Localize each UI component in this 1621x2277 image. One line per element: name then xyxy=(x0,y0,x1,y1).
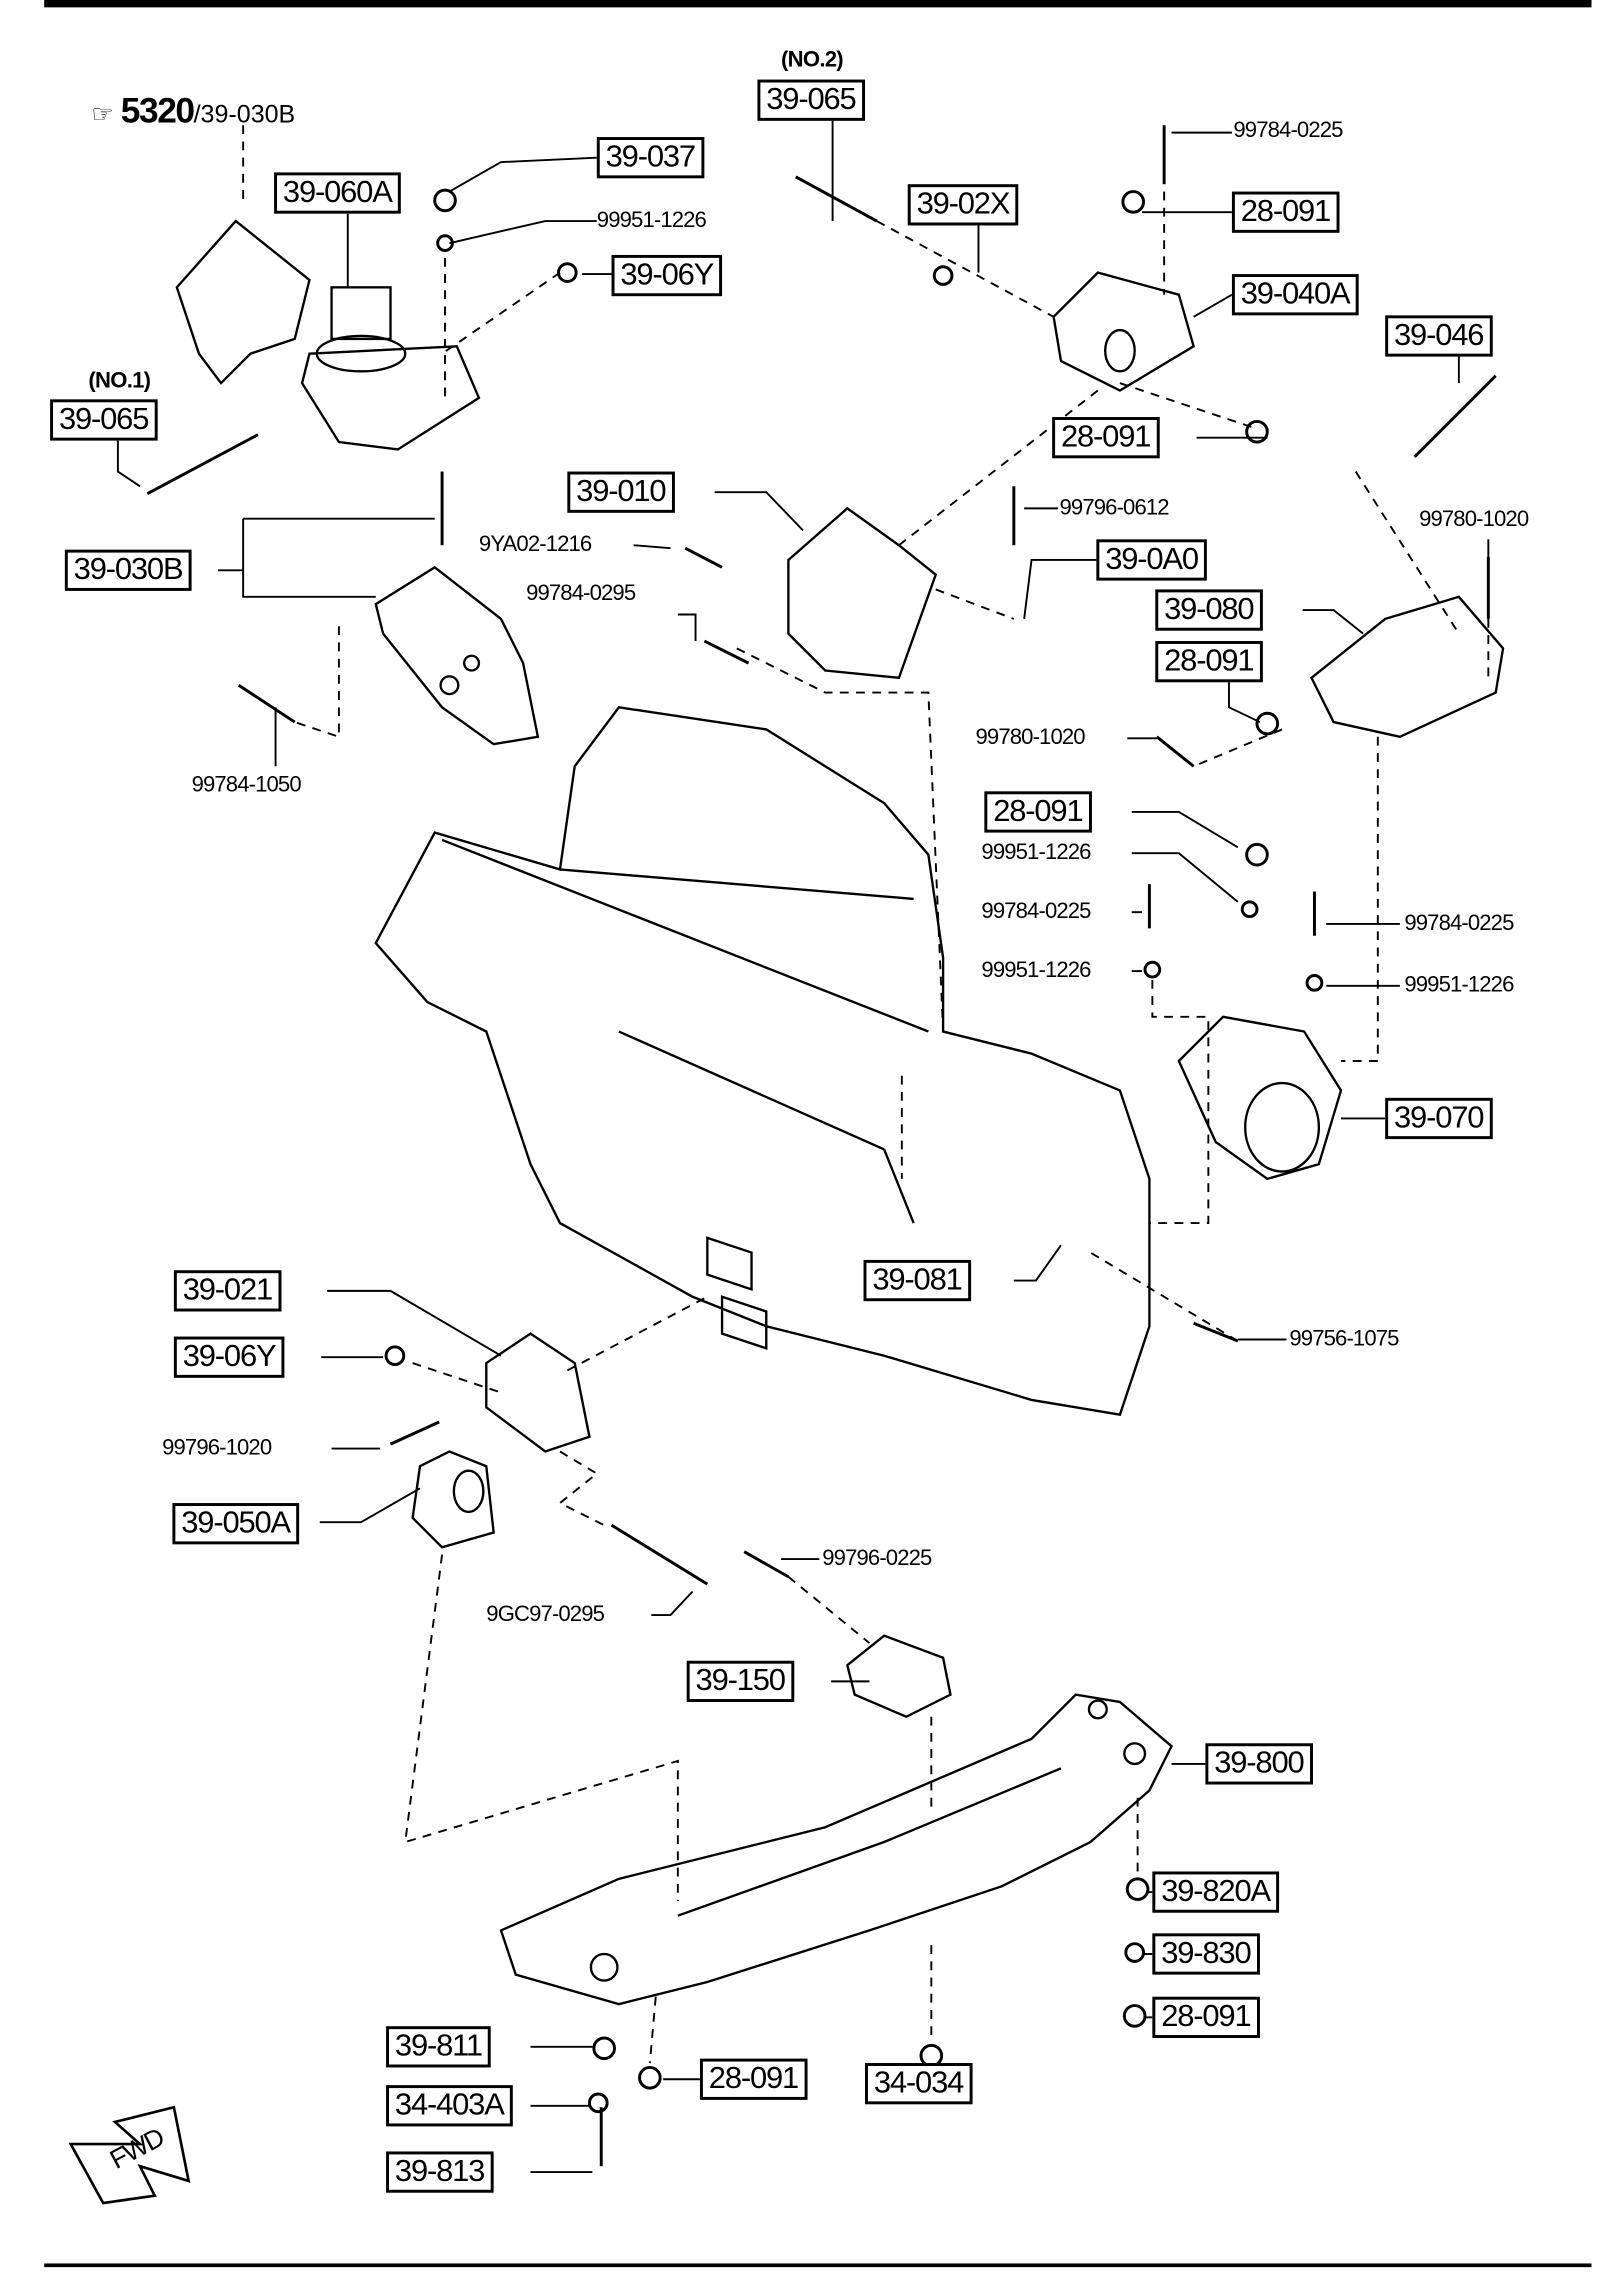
part-number[interactable]: 99784-0225 xyxy=(1233,117,1343,143)
part-callout[interactable]: 34-403A xyxy=(386,2085,513,2127)
bracket-39-021 xyxy=(485,1332,591,1453)
part-callout[interactable]: 39-060A xyxy=(274,172,401,214)
fasteners xyxy=(146,125,1497,2167)
part-callout[interactable]: 39-06Y xyxy=(173,1336,285,1378)
part-number[interactable]: 9GC97-0295 xyxy=(486,1601,605,1627)
part-callout[interactable]: 39-037 xyxy=(596,137,704,179)
note-no2: (NO.2) xyxy=(781,47,844,73)
bracket-39-010 xyxy=(787,506,938,680)
part-callout[interactable]: 28-091 xyxy=(984,791,1092,833)
part-callout[interactable]: 28-091 xyxy=(1231,191,1339,233)
part-callout[interactable]: 39-046 xyxy=(1385,315,1493,357)
part-callout[interactable]: 28-091 xyxy=(699,2058,807,2100)
part-callout[interactable]: 39-820A xyxy=(1152,1871,1279,1913)
part-number[interactable]: 99796-0225 xyxy=(822,1545,932,1571)
part-callout[interactable]: 39-830 xyxy=(1152,1933,1260,1975)
part-callout[interactable]: 39-070 xyxy=(1385,1097,1493,1140)
part-callout[interactable]: 39-050A xyxy=(172,1503,299,1545)
part-callout[interactable]: 39-021 xyxy=(173,1270,281,1312)
mount-39-040A xyxy=(1052,271,1195,392)
part-number[interactable]: 99784-0225 xyxy=(981,898,1091,924)
part-callout[interactable]: 39-010 xyxy=(567,471,675,513)
part-number[interactable]: 99796-1020 xyxy=(162,1435,272,1461)
part-callout[interactable]: 39-030B xyxy=(64,549,192,591)
part-number[interactable]: 99780-1020 xyxy=(975,725,1086,751)
part-callout[interactable]: 39-040A xyxy=(1231,274,1359,316)
part-number[interactable]: 99951-1226 xyxy=(981,957,1091,983)
part-callout[interactable]: 39-800 xyxy=(1205,1743,1313,1785)
note-no1: (NO.1) xyxy=(88,368,151,394)
crossmember-39-800 xyxy=(499,1693,1173,2006)
part-callout[interactable]: 39-813 xyxy=(386,2151,494,2193)
part-number[interactable]: 99756-1075 xyxy=(1289,1326,1399,1352)
part-number[interactable]: 99951-1226 xyxy=(1404,972,1514,998)
pointing-hand-icon: ☞ xyxy=(91,100,114,129)
part-callout[interactable]: 39-065 xyxy=(757,79,865,121)
part-callout[interactable]: 28-091 xyxy=(1152,1996,1260,2038)
part-number[interactable]: 99784-0225 xyxy=(1404,910,1514,936)
part-callout[interactable]: 39-065 xyxy=(50,399,158,441)
part-number[interactable]: 99796-0612 xyxy=(1059,495,1170,521)
bracket-39-150 xyxy=(845,1634,952,1719)
part-callout[interactable]: 39-02X xyxy=(907,184,1019,226)
part-callout[interactable]: 39-06Y xyxy=(611,254,722,297)
part-number[interactable]: 9YA02-1216 xyxy=(478,531,592,558)
part-callout[interactable]: 39-081 xyxy=(863,1259,971,1302)
mount-39-070 xyxy=(1177,1015,1343,1181)
part-callout[interactable]: 39-0A0 xyxy=(1096,539,1207,581)
reference-suffix: /39-030B xyxy=(193,100,296,129)
part-callout[interactable]: 28-091 xyxy=(1052,417,1160,459)
mount-39-080 xyxy=(1310,595,1505,739)
forward-arrow-icon xyxy=(68,2105,191,2205)
part-number[interactable]: 99951-1226 xyxy=(596,207,707,233)
mount-39-050A xyxy=(411,1450,495,1549)
bottom-border xyxy=(44,2263,1592,2268)
bracket-39-030B xyxy=(374,565,540,746)
part-number[interactable]: 99784-1050 xyxy=(191,772,302,798)
reference-number: 5320 xyxy=(120,91,195,132)
part-number[interactable]: 99784-0295 xyxy=(526,580,636,606)
assembly-guide-lines xyxy=(242,125,1490,2064)
part-number[interactable]: 99780-1020 xyxy=(1419,506,1529,532)
part-callout[interactable]: 28-091 xyxy=(1155,641,1263,683)
top-border xyxy=(44,0,1592,8)
leader-lines xyxy=(116,120,1490,2174)
engine-mount-39-060A xyxy=(175,219,481,451)
part-callout[interactable]: 39-811 xyxy=(386,2026,491,2068)
part-callout[interactable]: 39-080 xyxy=(1155,589,1263,631)
reference-note: ☞ 5320/39-030B xyxy=(91,91,295,132)
part-number[interactable]: 99951-1226 xyxy=(981,839,1091,866)
part-callout[interactable]: 39-150 xyxy=(686,1660,794,1703)
part-callout[interactable]: 34-034 xyxy=(865,2063,972,2105)
engine-outline xyxy=(374,706,1151,1416)
